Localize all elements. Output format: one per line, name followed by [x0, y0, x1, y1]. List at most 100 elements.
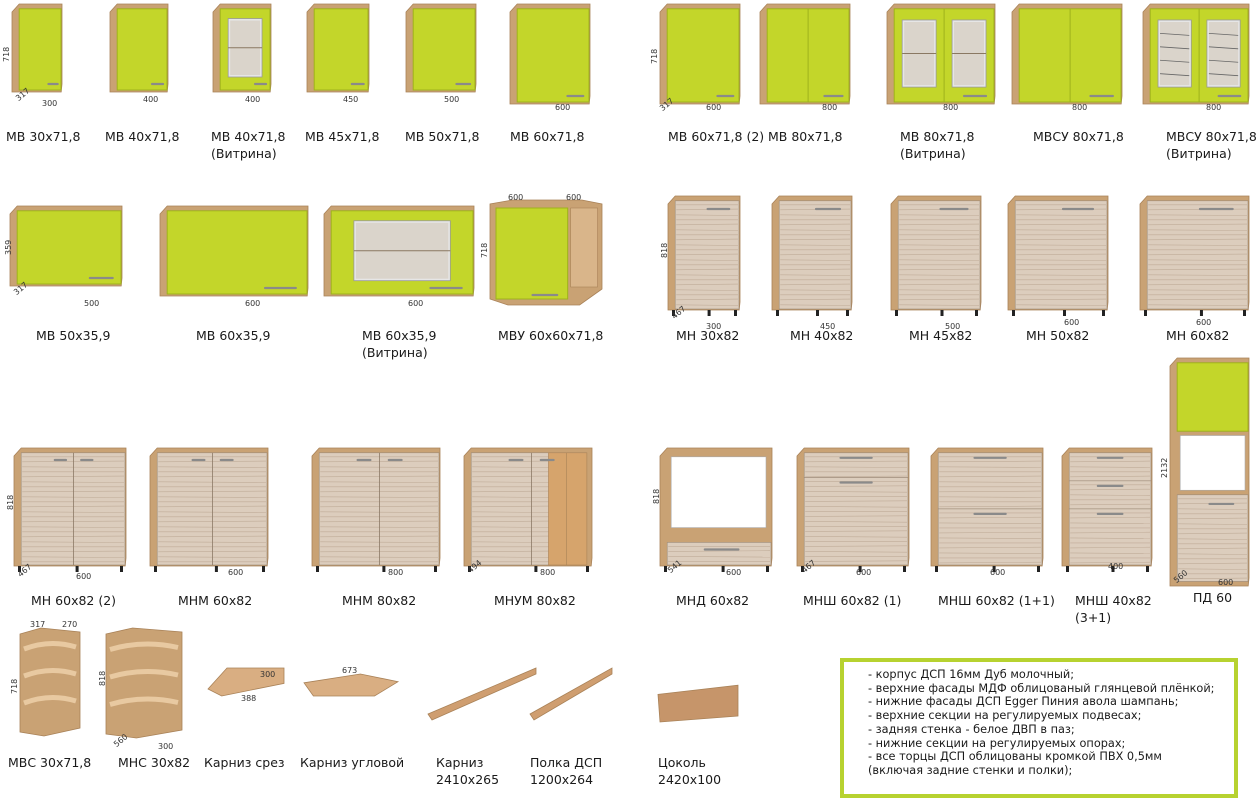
item-label: МВ 60х71,8 — [510, 128, 584, 145]
item-label-detail: (Витрина) — [1166, 146, 1232, 161]
item-label: МН 40х82 — [790, 327, 853, 344]
dimension-label: 400 — [245, 95, 261, 104]
cabinet-illustration — [1007, 195, 1109, 318]
cabinet-illustration — [463, 447, 593, 574]
cabinet-illustration — [659, 3, 741, 105]
dimension-label: 600 — [990, 568, 1006, 577]
cabinet-illustration — [930, 447, 1044, 574]
dimension-label: 818 — [98, 670, 107, 686]
dimension-label: 600 — [706, 103, 722, 112]
item-label: МВ 30х71,8 — [6, 128, 80, 145]
item-label-name: МВ 40х71,8 — [211, 129, 286, 144]
dimension-label: 600 — [555, 103, 571, 112]
dimension-label: 673 — [342, 666, 358, 675]
item-label-name: МНМ 60х82 — [178, 593, 253, 608]
item-label: МВС 30х71,8 — [8, 754, 91, 771]
item-label: МВ 50х71,8 — [405, 128, 479, 145]
item-label: МВ 45х71,8 — [305, 128, 379, 145]
dimension-label: 600 — [228, 568, 244, 577]
cabinet-illustration — [1139, 195, 1250, 318]
dimension-label: 300 — [42, 99, 58, 108]
item-label: МНШ 60х82 (1+1) — [938, 592, 1055, 609]
item-label-name: МВ 50х35,9 — [36, 328, 111, 343]
dimension-label: 800 — [1072, 103, 1088, 112]
dimension-label: 600 — [76, 572, 92, 581]
cabinet-illustration — [489, 199, 603, 306]
item-label: МВ 80х71,8(Витрина) — [900, 128, 974, 162]
item-label: МВ 60х35,9(Витрина) — [362, 327, 436, 361]
item-label-name: МНШ 40х82 — [1075, 593, 1152, 608]
cabinet-illustration — [796, 447, 910, 574]
cabinet-illustration — [311, 447, 441, 574]
cabinet-illustration — [667, 195, 741, 318]
spec-line: - все торцы ДСП облицованы кромкой ПВХ 0… — [868, 750, 1162, 764]
item-label-name: МВ 50х71,8 — [405, 129, 480, 144]
item-label: МНУМ 80х82 — [494, 592, 576, 609]
item-label: Карниз срез — [204, 754, 285, 771]
dimension-label: 500 — [945, 322, 961, 331]
item-label: МН 30х82 — [676, 327, 739, 344]
dimension-label: 450 — [343, 95, 359, 104]
item-label-name: МВ 80х71,8 — [900, 129, 975, 144]
item-label-name: МВСУ 80х71,8 — [1166, 129, 1257, 144]
item-label-name: ПД 60 — [1193, 590, 1233, 605]
dimension-label: 2132 — [1160, 457, 1169, 478]
item-label: МВ 80х71,8 — [768, 128, 842, 145]
dimension-label: 600 — [245, 299, 261, 308]
item-label: МНШ 40х82(3+1) — [1075, 592, 1152, 626]
item-label: МНШ 60х82 (1) — [803, 592, 901, 609]
cabinet-illustration — [890, 195, 982, 318]
dimension-label: 600 — [408, 299, 424, 308]
dimension-label: 300 — [706, 322, 722, 331]
item-label-name: МВ 30х71,8 — [6, 129, 81, 144]
dimension-label: 300 — [260, 670, 276, 679]
cabinet-illustration — [13, 447, 127, 574]
item-label: МН 45х82 — [909, 327, 972, 344]
dimension-label: 718 — [650, 48, 659, 64]
item-label: МВ 50х35,9 — [36, 327, 110, 344]
item-label-name: Цоколь — [658, 755, 706, 770]
dimension-label: 800 — [822, 103, 838, 112]
cabinet-illustration — [212, 3, 272, 93]
dimension-label: 270 — [62, 620, 78, 629]
cabinet-illustration — [105, 627, 183, 739]
cabinet-illustration — [1011, 3, 1123, 105]
cabinet-illustration — [657, 676, 739, 723]
dimension-label: 400 — [143, 95, 159, 104]
item-label: МВУ 60х60х71,8 — [498, 327, 603, 344]
item-label-detail: 2420х100 — [658, 772, 722, 787]
item-label-name: МН 60х82 (2) — [31, 593, 117, 608]
item-label: Полка ДСП 1200х264 — [530, 754, 602, 788]
cabinet-illustration — [509, 3, 591, 105]
item-label: Цоколь 2420х100 — [658, 754, 721, 788]
item-label: МН 60х82 — [1166, 327, 1229, 344]
item-label: МНС 30х82 — [118, 754, 190, 771]
cabinet-illustration — [886, 3, 996, 105]
item-label-name: Полка ДСП — [530, 755, 603, 770]
item-label-name: Карниз угловой — [300, 755, 405, 770]
dimension-label: 600 — [508, 193, 524, 202]
dimension-label: 300 — [158, 742, 174, 751]
item-label: МВСУ 80х71,8 — [1033, 128, 1124, 145]
cabinet-illustration — [306, 3, 370, 93]
dimension-label: 600 — [1064, 318, 1080, 327]
dimension-label: 800 — [540, 568, 556, 577]
cabinet-illustration — [303, 673, 400, 697]
item-label-name: МВС 30х71,8 — [8, 755, 92, 770]
dimension-label: 600 — [1196, 318, 1212, 327]
item-label-name: МВ 60х71,8 — [510, 129, 585, 144]
dimension-label: 600 — [1218, 578, 1234, 587]
item-label-name: Карниз — [436, 755, 484, 770]
dimension-label: 800 — [943, 103, 959, 112]
item-label-name: МН 30х82 — [676, 328, 740, 343]
item-label: ПД 60 — [1193, 589, 1232, 606]
dimension-label: 818 — [652, 488, 661, 504]
spec-line: - корпус ДСП 16мм Дуб молочный; — [868, 668, 1075, 681]
item-label: Карниз угловой — [300, 754, 404, 771]
item-label-name: Карниз срез — [204, 755, 285, 770]
item-label-detail: 1200х264 — [530, 772, 594, 787]
cabinet-illustration — [659, 447, 773, 574]
dimension-label: 800 — [1206, 103, 1222, 112]
cabinet-illustration — [323, 205, 475, 297]
